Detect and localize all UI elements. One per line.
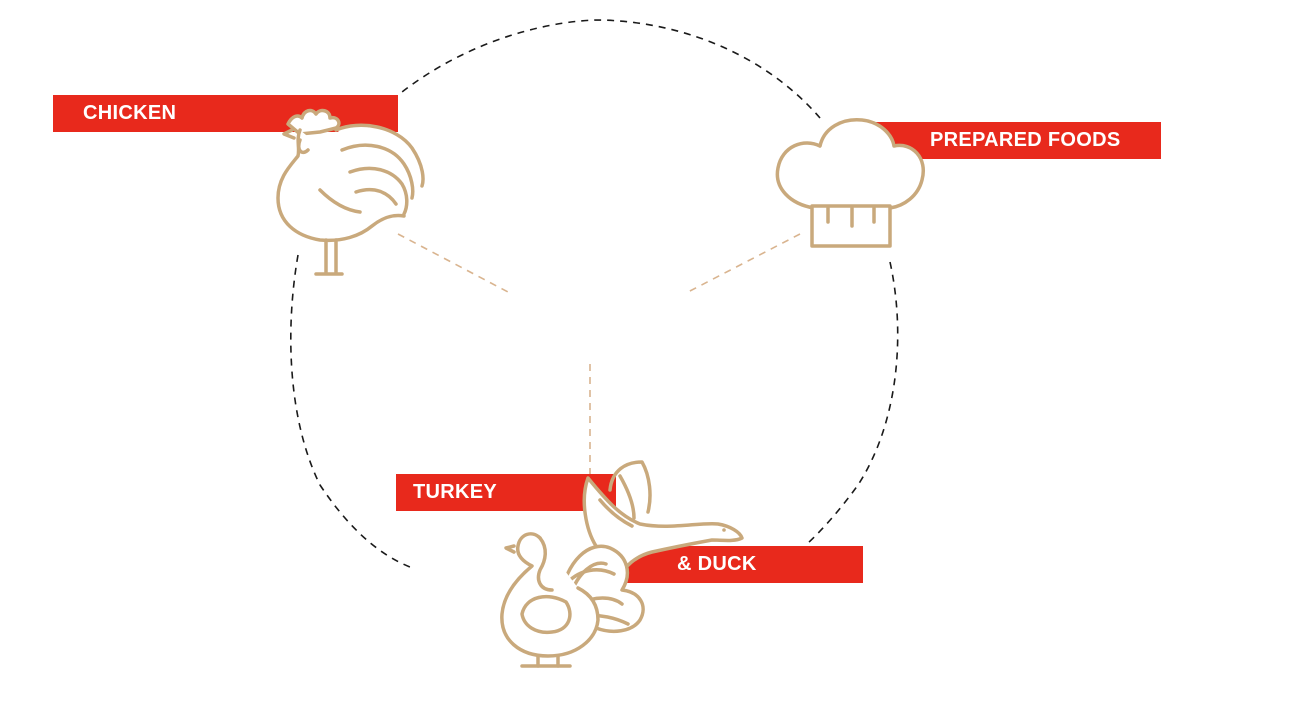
banner-prepared-label: PREPARED FOODS: [930, 129, 1121, 151]
ring-arc-right: [807, 261, 899, 544]
banner-chicken: CHICKEN: [53, 95, 398, 132]
rooster-icon: [276, 108, 425, 276]
banner-chicken-label: CHICKEN: [83, 102, 177, 124]
spoke-prepared: [687, 233, 801, 293]
banner-turkey-label: TURKEY: [413, 481, 498, 503]
banner-turkey: TURKEY: [396, 474, 616, 511]
banner-duck-label: & DUCK: [677, 553, 757, 575]
ring-arc-top: [391, 19, 821, 119]
chef-hat-icon: [775, 118, 926, 248]
turkey-icon: [500, 532, 645, 668]
